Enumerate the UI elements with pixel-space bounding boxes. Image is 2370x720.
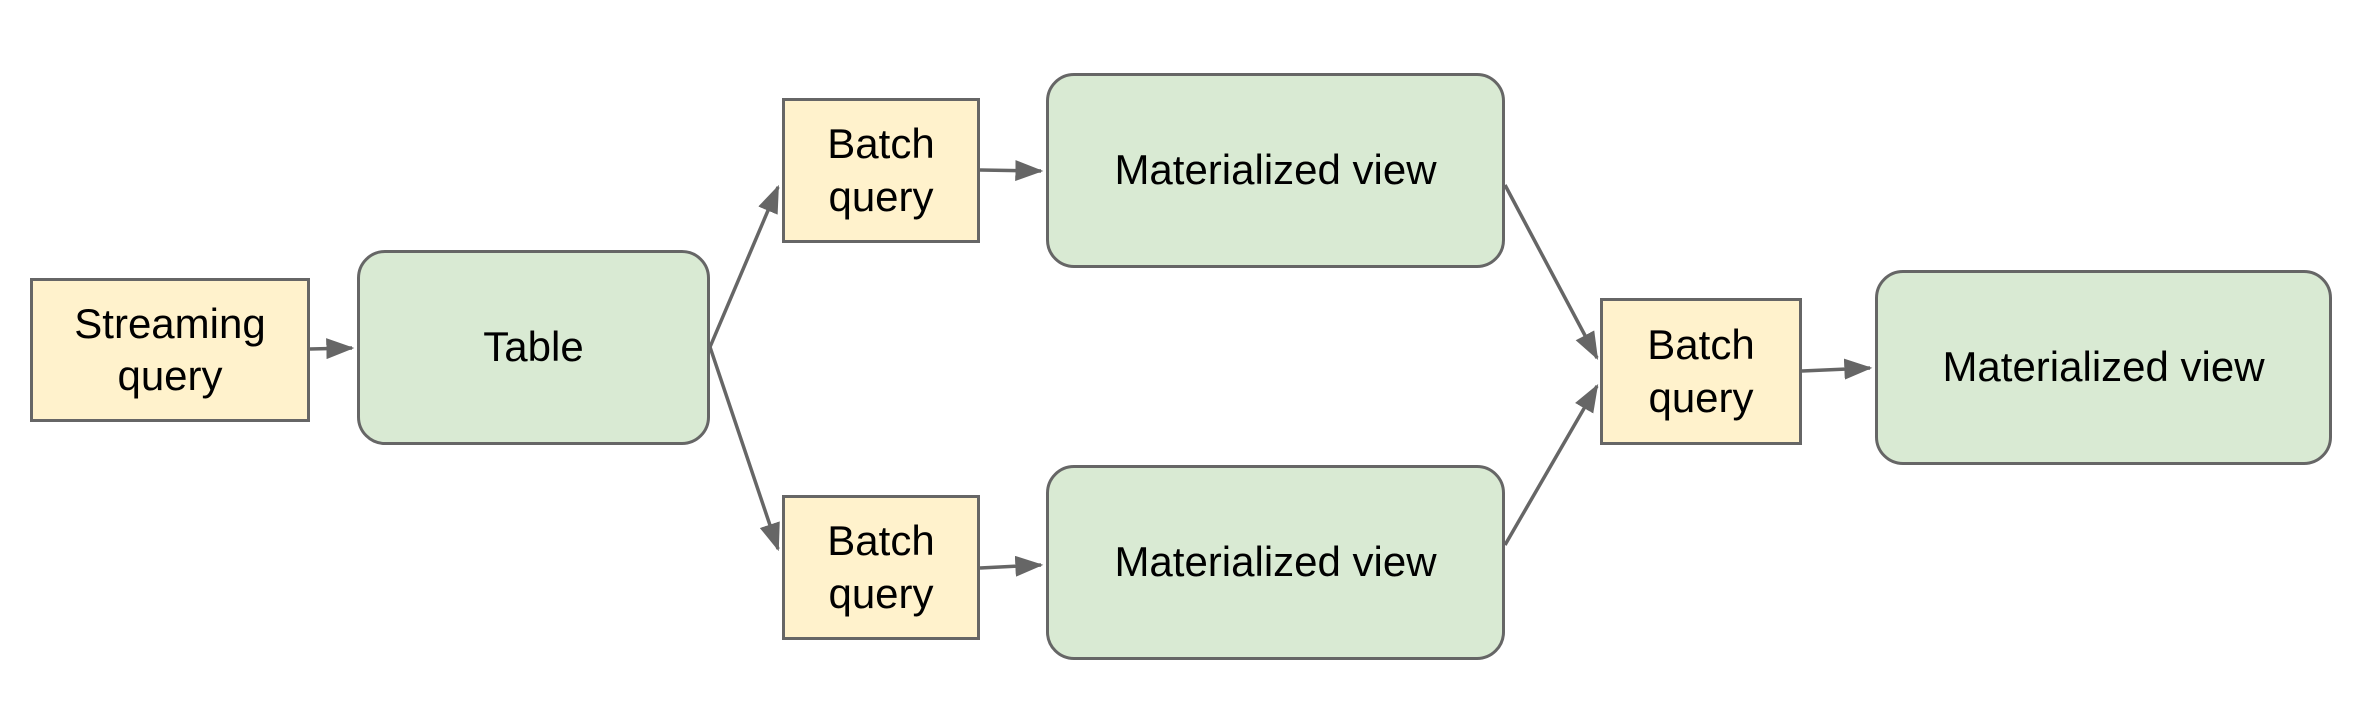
arrow-batch-query-bottom-to-materialized-view-bottom <box>979 555 1044 577</box>
node-materialized-view-bottom-label: Materialized view <box>1114 538 1437 586</box>
node-materialized-view-bottom: Materialized view <box>1046 465 1505 660</box>
node-materialized-view-final: Materialized view <box>1875 270 2332 465</box>
arrow-table-to-batch-query-top <box>708 184 780 348</box>
arrow-table-to-batch-query-bottom <box>708 346 780 552</box>
node-table-label: Table <box>483 323 584 371</box>
node-table: Table <box>357 250 710 445</box>
node-batch-query-bottom: Batch query <box>782 495 980 640</box>
node-streaming-query-label: Streaming query <box>74 299 266 400</box>
arrow-materialized-view-top-to-batch-query-right <box>1503 184 1599 361</box>
arrow-batch-query-right-to-materialized-view-final <box>1801 358 1873 380</box>
node-batch-query-right-label: Batch query <box>1647 321 1755 421</box>
node-streaming-query: Streaming query <box>30 278 310 422</box>
node-batch-query-bottom-label: Batch query <box>827 517 935 617</box>
node-materialized-view-top: Materialized view <box>1046 73 1505 268</box>
node-materialized-view-final-label: Materialized view <box>1942 343 2265 391</box>
node-batch-query-right: Batch query <box>1600 298 1802 445</box>
arrow-materialized-view-bottom-to-batch-query-right <box>1503 383 1599 546</box>
arrow-batch-query-top-to-materialized-view-top <box>979 160 1044 182</box>
node-batch-query-top: Batch query <box>782 98 980 243</box>
node-materialized-view-top-label: Materialized view <box>1114 146 1437 194</box>
arrow-streaming-query-to-table <box>309 338 355 360</box>
node-batch-query-top-label: Batch query <box>827 120 935 220</box>
